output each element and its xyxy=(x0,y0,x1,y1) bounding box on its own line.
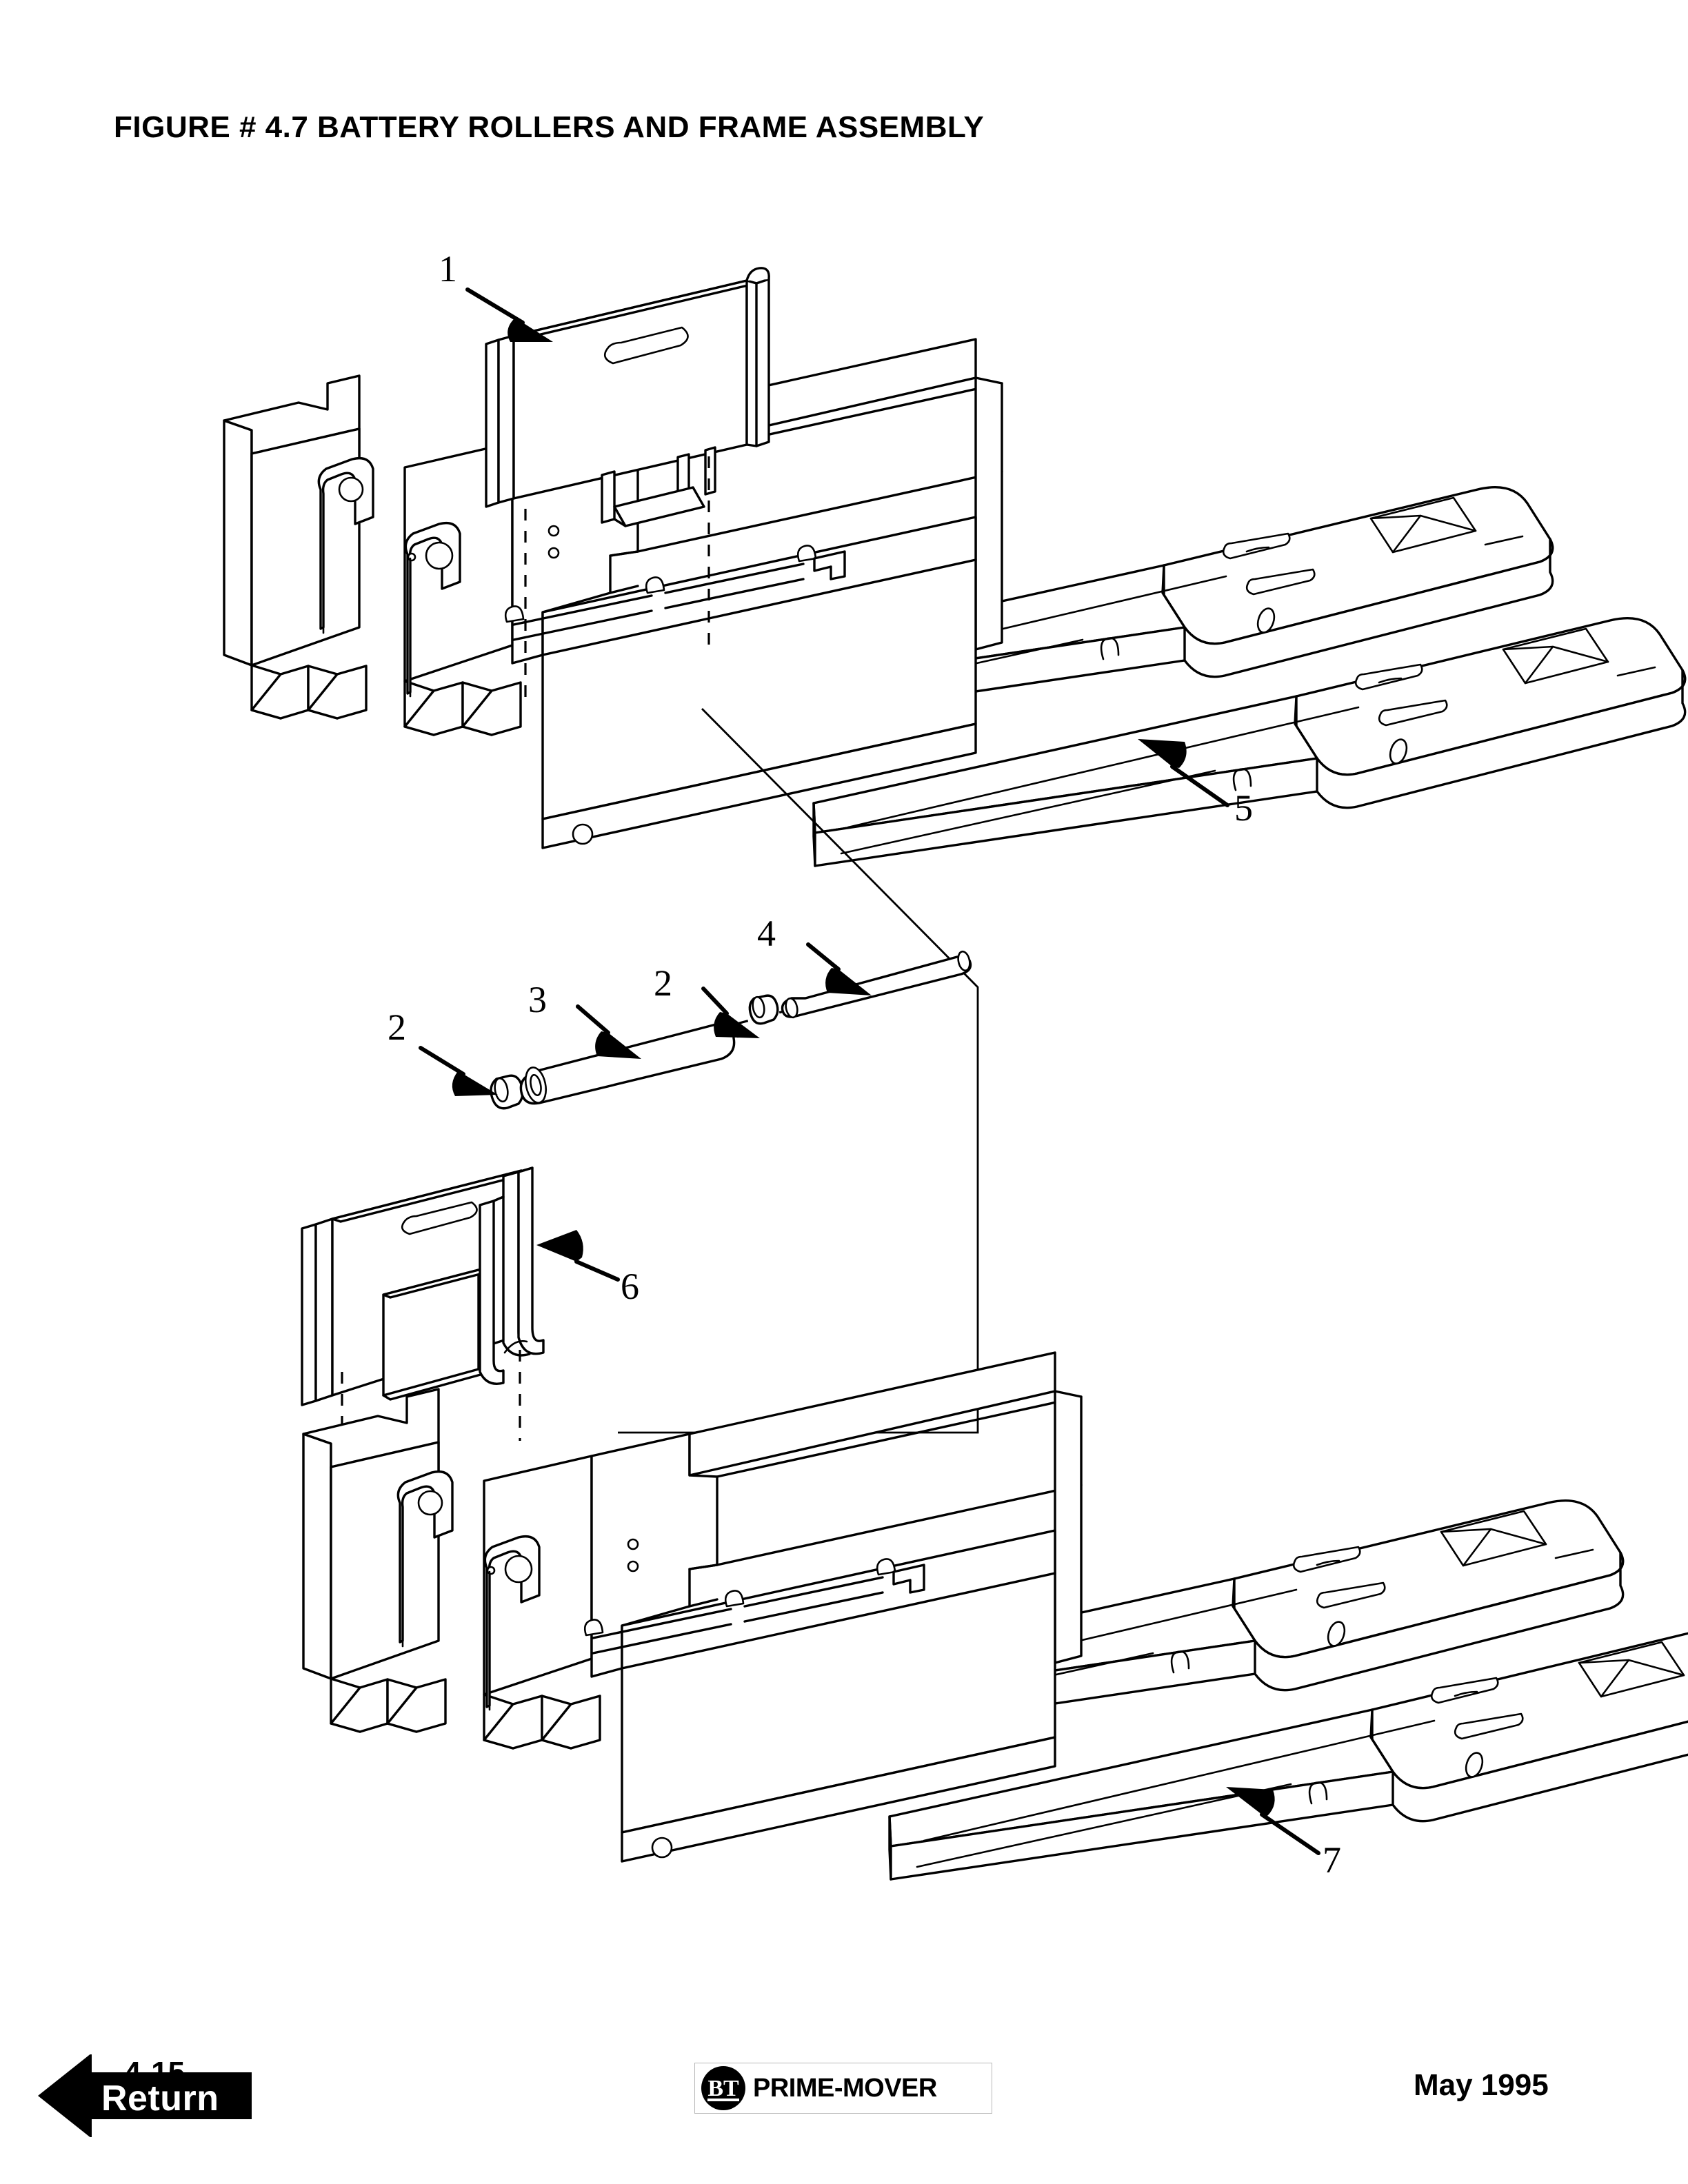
callout-4-label: 4 xyxy=(757,913,776,954)
callout-5: 5 xyxy=(1138,739,1253,829)
callout-2-right: 2 xyxy=(654,962,760,1038)
callout-7: 7 xyxy=(1226,1787,1341,1881)
callout-6-label: 6 xyxy=(621,1266,639,1307)
return-button-label: Return xyxy=(101,2079,219,2119)
snap-ring-right xyxy=(748,994,779,1025)
return-button[interactable]: Return xyxy=(38,2053,252,2138)
callout-2-right-label: 2 xyxy=(654,962,672,1004)
callout-2-left: 2 xyxy=(388,1007,498,1096)
bt-circle-icon: BT xyxy=(701,2066,745,2110)
page-number: 4-15 xyxy=(124,2056,185,2090)
battery-retainer-bracket xyxy=(301,1165,545,1406)
callout-4: 4 xyxy=(757,913,872,995)
callout-3: 3 xyxy=(528,979,641,1059)
roller-axle-shaft xyxy=(781,950,972,1019)
brand-logo: BT PRIME-MOVER xyxy=(694,2063,992,2114)
roller-tube xyxy=(519,1022,739,1105)
page-footer: 4-15 Return BT PRIME-MOVER May 1995 xyxy=(0,2020,1688,2184)
page-title: FIGURE # 4.7 BATTERY ROLLERS AND FRAME A… xyxy=(114,110,985,144)
revision-date: May 1995 xyxy=(1414,2068,1549,2102)
callout-2-left-label: 2 xyxy=(388,1007,406,1048)
bt-mark-text: BT xyxy=(707,2076,739,2101)
frame-weldment-lower xyxy=(302,1351,1083,1863)
brand-name: PRIME-MOVER xyxy=(753,2073,937,2103)
callout-3-label: 3 xyxy=(528,979,547,1020)
callout-1: 1 xyxy=(439,248,553,342)
callout-5-label: 5 xyxy=(1234,787,1253,829)
return-arrow-icon xyxy=(38,2053,252,2138)
callout-6: 6 xyxy=(536,1230,639,1307)
callout-7-label: 7 xyxy=(1323,1839,1341,1881)
callout-1-label: 1 xyxy=(439,248,457,290)
snap-ring-left xyxy=(490,1074,524,1110)
